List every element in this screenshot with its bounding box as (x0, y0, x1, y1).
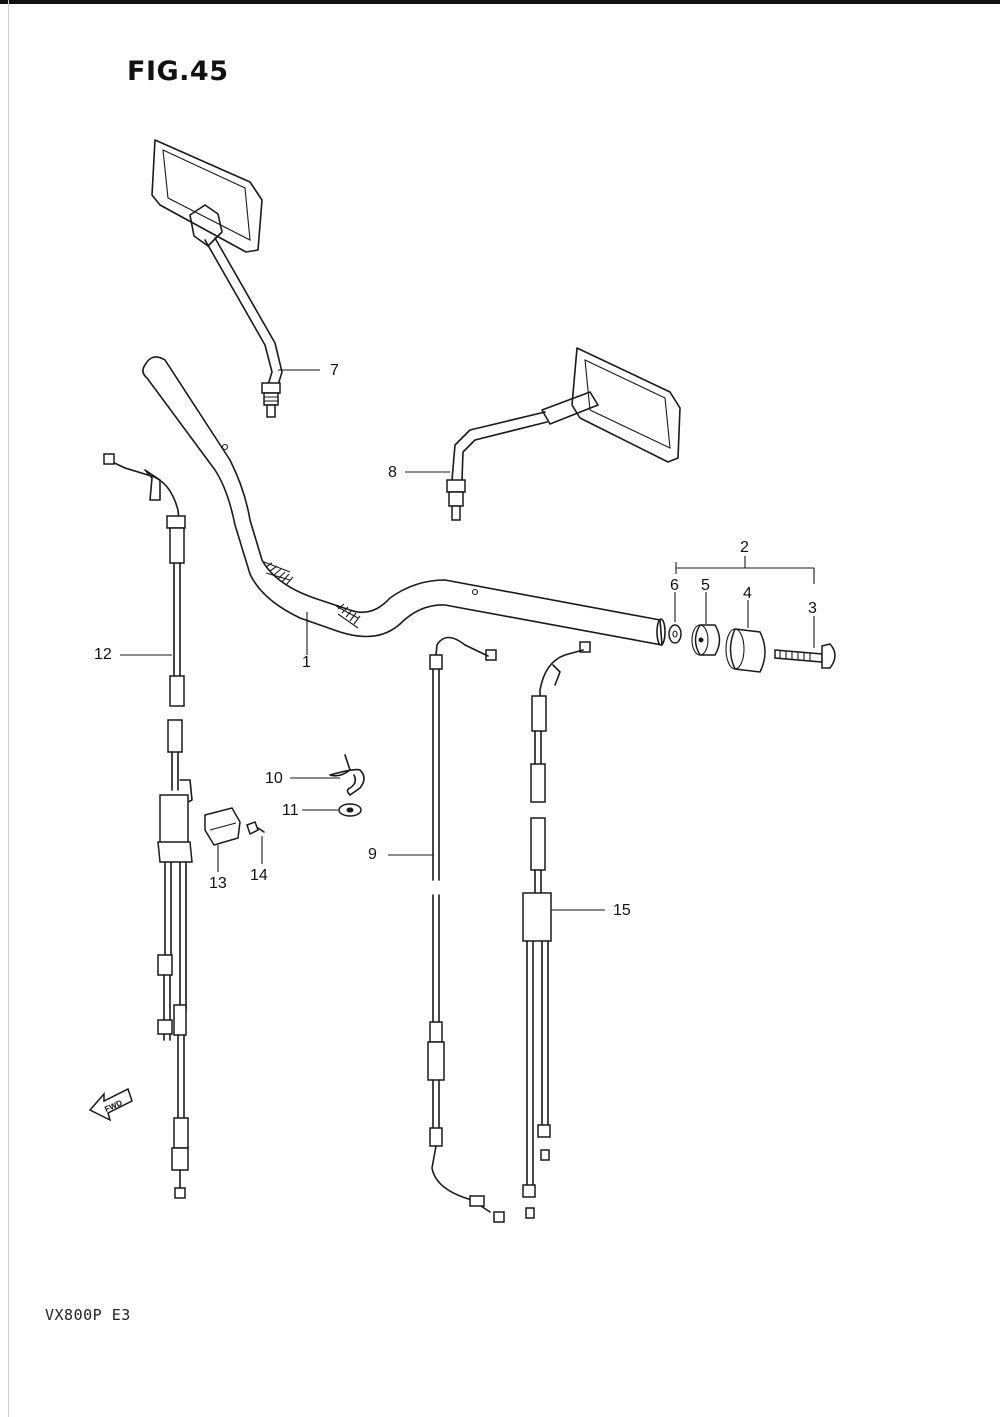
callout-11: 11 (282, 802, 299, 819)
callout-15: 15 (613, 902, 631, 919)
handlebar (142, 356, 666, 646)
left-border (8, 0, 9, 1417)
top-border (0, 0, 1000, 4)
mirror-right (446, 347, 681, 521)
callout-5: 5 (701, 577, 710, 594)
cable-12 (103, 453, 193, 1199)
callout-9: 9 (368, 846, 377, 863)
callout-8: 8 (388, 464, 397, 481)
bar-end-set (668, 624, 836, 673)
callout-2: 2 (740, 539, 749, 556)
callout-3: 3 (808, 600, 817, 617)
callout-6: 6 (670, 577, 679, 594)
callout-14: 14 (250, 867, 268, 884)
clamp-set (204, 754, 365, 846)
model-label: VX800P E3 (45, 1306, 131, 1324)
cable-15 (522, 641, 591, 1219)
callout-7: 7 (330, 362, 339, 379)
leader-lines (120, 369, 815, 911)
cable-9 (427, 636, 505, 1223)
figure-title: FIG.45 (127, 56, 229, 87)
callout-10: 10 (265, 770, 283, 787)
callout-4: 4 (743, 585, 752, 602)
callout-1: 1 (302, 654, 311, 671)
callout-13: 13 (209, 875, 227, 892)
callout-12: 12 (94, 646, 112, 663)
forward-arrow-icon (88, 1087, 133, 1122)
mirror-left (151, 139, 283, 418)
